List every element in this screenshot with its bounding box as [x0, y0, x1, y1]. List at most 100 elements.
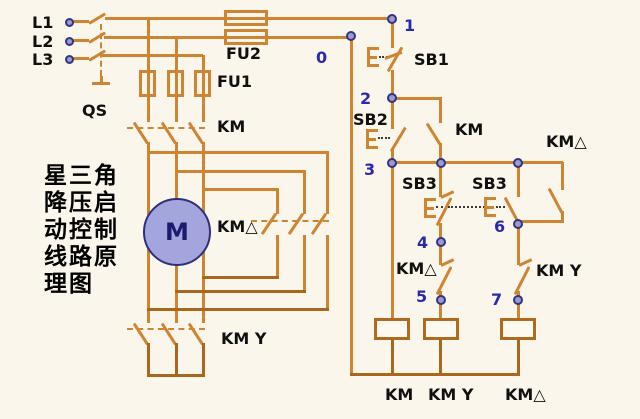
- label-km-main: KM: [217, 117, 246, 136]
- wire: [104, 36, 224, 39]
- node-1: [387, 14, 397, 24]
- star-point-bar: [147, 374, 205, 377]
- wire: [439, 97, 442, 123]
- wire: [147, 72, 150, 96]
- sb3-no-push-actuator: [484, 197, 496, 217]
- node-number-3: 3: [364, 160, 376, 179]
- wire: [175, 96, 178, 122]
- motor: M: [143, 198, 211, 266]
- control-rail: [350, 36, 353, 376]
- wire: [391, 149, 394, 163]
- title-line: 星三角: [44, 163, 119, 189]
- wire: [326, 151, 329, 214]
- km-delta-hold-contact-blade: [547, 187, 564, 214]
- wire: [303, 170, 306, 214]
- sb1-actuator-link: [379, 56, 388, 58]
- km-star-coil: [423, 318, 459, 340]
- label-fu2: FU2: [226, 44, 262, 63]
- sb3-nc-actuator-link: [436, 206, 447, 208]
- node-4: [436, 237, 446, 247]
- label-coil-km-star: KM Y: [428, 385, 474, 404]
- wire: [147, 343, 150, 376]
- wire: [439, 300, 442, 318]
- sb3-mechanical-link: [448, 206, 485, 208]
- node-number-0: 0: [316, 48, 328, 67]
- node-3: [387, 158, 397, 168]
- label-km-delta-hold: KM△: [546, 132, 587, 151]
- label-coil-km-delta: KM△: [505, 385, 546, 404]
- qs-linkage: [100, 24, 102, 76]
- wire: [561, 162, 564, 190]
- label-sb1: SB1: [414, 50, 449, 69]
- wire: [439, 340, 442, 374]
- wire: [267, 36, 352, 39]
- node-0: [346, 31, 356, 41]
- node-number-6: 6: [494, 217, 506, 236]
- sb3-nc-contact-blade: [435, 197, 453, 227]
- node-number-2: 2: [360, 89, 372, 108]
- wire: [147, 151, 328, 154]
- wire: [202, 276, 279, 279]
- label-l1: L1: [32, 13, 54, 32]
- wire: [391, 20, 394, 48]
- diagram-title: 星三角 降压启 动控制 线路原 理图: [44, 163, 119, 298]
- wire: [175, 343, 178, 376]
- km-delta-coil: [500, 318, 536, 340]
- km-main-contact-blade: [132, 121, 149, 145]
- km-main-contact-blade: [160, 121, 177, 145]
- wire: [147, 96, 150, 122]
- wire: [391, 161, 563, 164]
- wire: [276, 235, 279, 279]
- wire: [561, 211, 564, 223]
- wire: [202, 343, 205, 376]
- title-line: 降压启: [44, 190, 119, 216]
- km-main-linkage: [127, 127, 205, 129]
- wire: [226, 17, 266, 20]
- km-delta-nc-contact-bar: [440, 258, 455, 267]
- wire: [175, 37, 178, 70]
- wire: [517, 300, 520, 318]
- wire: [391, 340, 394, 374]
- wire: [175, 72, 178, 96]
- qs-switch-blade: [88, 12, 107, 25]
- node-number-5: 5: [416, 287, 428, 306]
- km-delta-contact-blade: [287, 212, 305, 236]
- sb2-push-actuator: [366, 129, 378, 149]
- wire: [517, 340, 520, 374]
- label-qs: QS: [82, 101, 108, 120]
- label-sb3-no: SB3: [472, 174, 507, 193]
- sb2-actuator-link: [378, 137, 390, 139]
- km-star-nc-contact-bar: [518, 258, 533, 267]
- node-number-4: 4: [417, 233, 429, 252]
- qs-handle: [100, 76, 103, 82]
- label-l2: L2: [32, 32, 54, 51]
- node-number-1: 1: [404, 16, 416, 35]
- label-sb2: SB2: [353, 110, 388, 129]
- wire: [303, 235, 306, 293]
- wire: [202, 96, 205, 122]
- node-7: [513, 295, 523, 305]
- wire: [202, 55, 205, 70]
- wire: [439, 163, 442, 197]
- wire: [391, 97, 441, 100]
- node-junction: [513, 158, 523, 168]
- node-2: [387, 93, 397, 103]
- terminal-l2: [65, 37, 74, 46]
- wire: [147, 308, 329, 311]
- wire: [73, 39, 89, 42]
- wire: [517, 163, 520, 197]
- wire: [391, 163, 394, 318]
- wire: [175, 170, 305, 173]
- label-km-seal-in: KM: [455, 120, 484, 139]
- wire: [147, 18, 150, 70]
- wire: [202, 188, 278, 191]
- km-main-contact-blade: [187, 121, 204, 145]
- node-number-7: 7: [491, 290, 503, 309]
- km-star-contact-blade: [187, 322, 204, 346]
- wire: [226, 36, 266, 39]
- label-fu1: FU1: [217, 72, 253, 91]
- label-sb3-nc: SB3: [402, 174, 437, 193]
- wire: [391, 70, 394, 98]
- terminal-l3: [65, 55, 74, 64]
- title-line: 动控制: [44, 217, 119, 243]
